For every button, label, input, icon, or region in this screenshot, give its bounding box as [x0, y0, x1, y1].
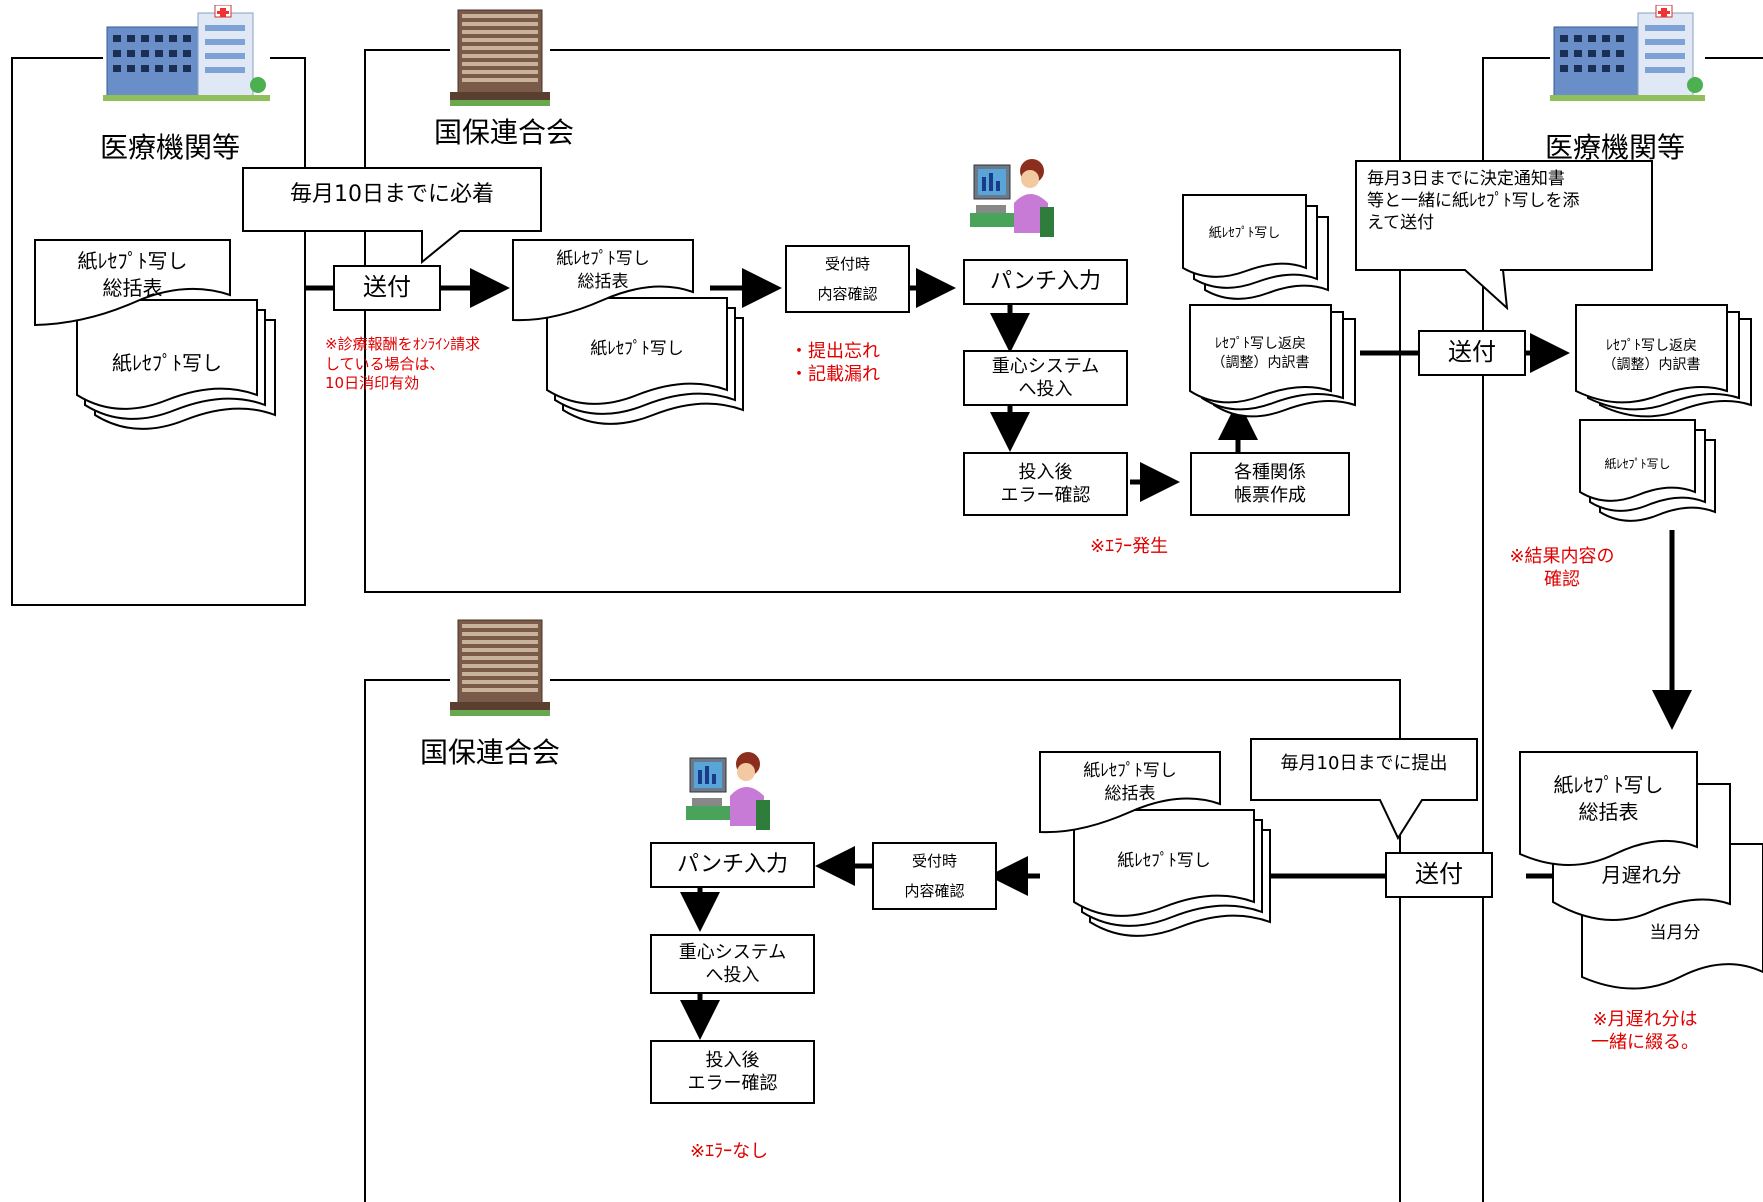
- doc-return-label: ﾚｾﾌﾟﾄ写し返戻 （調整）内訳書: [1602, 338, 1701, 373]
- error-check-box-top: 投入後 エラー確認: [963, 452, 1128, 516]
- send-box-top: 送付: [333, 265, 441, 311]
- callout-return-deadline-text: 毎月3日までに決定通知書 等と一緒に紙ﾚｾﾌﾟﾄ写しを添 えて送付: [1367, 169, 1580, 234]
- document-stack-return-out: ﾚｾﾌﾟﾄ写し返戻 （調整）内訳書: [1189, 304, 1356, 418]
- punch-input-box-top: パンチ入力: [963, 259, 1128, 305]
- org-label-top-center: 国保連合会: [434, 116, 575, 149]
- no-error-note: ※ｴﾗｰなし: [690, 1141, 769, 1162]
- doc-summary-label: 紙ﾚｾﾌﾟﾄ写し 総括表: [1553, 773, 1664, 824]
- hospital-icon: [1550, 4, 1705, 105]
- callout-top-deadline: 毎月10日までに必着: [242, 167, 542, 267]
- doc-summary-label: 紙ﾚｾﾌﾟﾄ写し 総括表: [77, 249, 188, 300]
- document-stack-top-left: 紙ﾚｾﾌﾟﾄ写し 総括表 紙ﾚｾﾌﾟﾄ写し: [34, 239, 276, 430]
- document-stack-small-top: 紙ﾚｾﾌﾟﾄ写し: [1182, 194, 1329, 300]
- system-input-box-top: 重心システム へ投入: [963, 350, 1128, 406]
- hospital-icon: [103, 4, 270, 105]
- callout-top-deadline-text: 毎月10日までに必着: [290, 182, 494, 207]
- error-check-box-bottom: 投入後 エラー確認: [650, 1040, 815, 1104]
- doc-receipt-label: 紙ﾚｾﾌﾟﾄ写し: [112, 351, 222, 375]
- doc-receipt-label: 紙ﾚｾﾌﾟﾄ写し: [590, 339, 684, 359]
- reception-check-box-bottom: 受付時 内容確認: [872, 842, 997, 910]
- operator-computer-icon: [686, 748, 776, 836]
- doc-summary-label: 紙ﾚｾﾌﾟﾄ写し 総括表: [556, 249, 650, 292]
- send-box-return: 送付: [1418, 330, 1526, 376]
- callout-return-deadline: 毎月3日までに決定通知書 等と一緒に紙ﾚｾﾌﾟﾄ写しを添 えて送付: [1355, 160, 1653, 310]
- org-label-top-left: 医療機関等: [100, 131, 241, 164]
- doc-receipt-label: 紙ﾚｾﾌﾟﾄ写し: [1117, 851, 1211, 871]
- doc-current-label: 当月分: [1649, 923, 1701, 943]
- error-occurred-note: ※ｴﾗｰ発生: [1090, 536, 1169, 557]
- result-check-note: ※結果内容の 確認: [1509, 546, 1615, 591]
- office-building-icon: [450, 618, 550, 718]
- document-stack-top-center: 紙ﾚｾﾌﾟﾄ写し 総括表 紙ﾚｾﾌﾟﾄ写し: [512, 239, 744, 425]
- office-building-icon: [450, 8, 550, 108]
- doc-receipt-label: 紙ﾚｾﾌﾟﾄ写し: [1604, 457, 1671, 471]
- doc-summary-label: 紙ﾚｾﾌﾟﾄ写し 総括表: [1083, 761, 1177, 804]
- document-stack-bundle: 紙ﾚｾﾌﾟﾄ写し 総括表 月遅れ分 当月分: [1519, 751, 1763, 990]
- doc-receipt-label: 紙ﾚｾﾌﾟﾄ写し: [1208, 226, 1281, 241]
- frame-right: [1482, 57, 1550, 1202]
- callout-bottom-deadline: 毎月10日までに提出: [1250, 738, 1478, 840]
- late-bundle-note: ※月遅れ分は 一緒に綴る。: [1591, 1009, 1699, 1054]
- reception-check-box-top: 受付時 内容確認: [785, 245, 910, 313]
- send-box-bottom: 送付: [1385, 852, 1493, 898]
- document-stack-return-in: ﾚｾﾌﾟﾄ写し返戻 （調整）内訳書: [1575, 304, 1763, 418]
- doc-late-label: 月遅れ分: [1601, 863, 1682, 887]
- frame-top-left: [11, 57, 306, 606]
- document-stack-bottom-center: 紙ﾚｾﾌﾟﾄ写し 総括表 紙ﾚｾﾌﾟﾄ写し: [1039, 751, 1271, 937]
- operator-computer-icon: [970, 155, 1060, 243]
- frame-top-center: [364, 49, 1401, 593]
- org-label-bottom-center: 国保連合会: [420, 736, 561, 769]
- document-stack-small-right: 紙ﾚｾﾌﾟﾄ写し: [1579, 419, 1716, 522]
- online-claim-note: ※診療報酬をｵﾝﾗｲﾝ請求 している場合は、 10日消印有効: [325, 335, 481, 392]
- frame-bottom-center: [364, 679, 450, 1202]
- callout-bottom-deadline-text: 毎月10日までに提出: [1280, 753, 1448, 774]
- forms-creation-box: 各種関係 帳票作成: [1190, 452, 1350, 516]
- system-input-box-bottom: 重心システム へ投入: [650, 934, 815, 994]
- org-label-top-right: 医療機関等: [1545, 131, 1686, 164]
- doc-return-label: ﾚｾﾌﾟﾄ写し返戻 （調整）内訳書: [1211, 336, 1310, 371]
- reception-notes: ・提出忘れ ・記載漏れ: [790, 341, 880, 386]
- punch-input-box-bottom: パンチ入力: [650, 842, 815, 888]
